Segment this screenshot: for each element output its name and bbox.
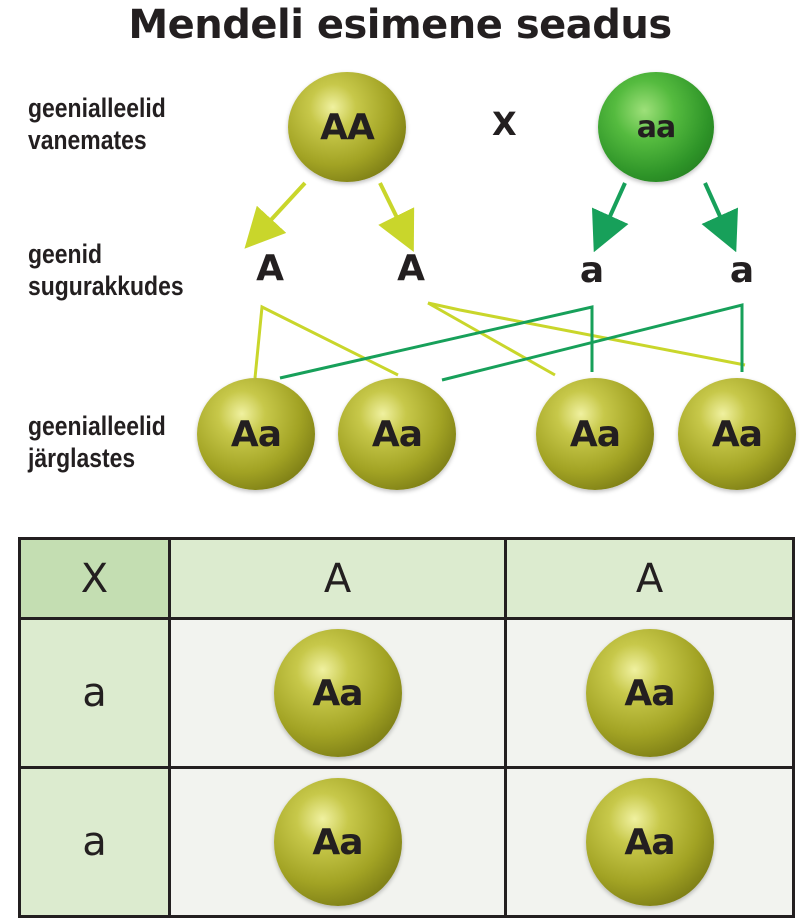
label-parents: geenialleelid vanemates xyxy=(28,92,166,156)
punnett-row-1: a Aa Aa xyxy=(18,617,795,769)
offspring-genotype-4: Aa xyxy=(711,413,763,455)
offspring-pea-2: Aa xyxy=(338,378,456,490)
arrow-AA-to-A2 xyxy=(378,182,415,252)
parent-genotype-right: aa xyxy=(636,109,676,145)
label-gametes-line1: geenid xyxy=(28,239,102,269)
line-A2 xyxy=(427,301,556,377)
arrow-aa-to-a2 xyxy=(701,182,739,253)
punnett-genotype-2-2: Aa xyxy=(624,821,675,863)
cross-symbol: X xyxy=(492,105,517,143)
punnett-cell-2-1: Aa xyxy=(168,766,507,918)
punnett-row-header-2: a xyxy=(18,766,171,918)
punnett-genotype-1-1: Aa xyxy=(312,672,363,714)
offspring-genotype-3: Aa xyxy=(569,413,621,455)
punnett-pea-2-1: Aa xyxy=(273,778,402,906)
offspring-pea-4: Aa xyxy=(678,378,796,490)
parent-genotype-left: AA xyxy=(320,106,375,148)
offspring-pea-3: Aa xyxy=(536,378,654,490)
line-A1 xyxy=(253,304,399,379)
arrow-AA-to-A1 xyxy=(244,181,307,249)
parent-pea-recessive: aa xyxy=(598,72,714,182)
punnett-pea-2-2: Aa xyxy=(585,778,714,906)
gamete-a-1: a xyxy=(579,250,605,291)
label-offspring: geenialleelid järglastes xyxy=(28,410,166,474)
label-offspring-line1: geenialleelid xyxy=(28,411,166,441)
label-parents-line2: vanemates xyxy=(28,125,147,155)
line-a2 xyxy=(441,303,744,382)
punnett-header-row: X A A xyxy=(18,537,795,620)
line-A2b xyxy=(427,301,746,367)
punnett-row-2: a Aa Aa xyxy=(18,766,795,918)
punnett-genotype-2-1: Aa xyxy=(312,821,363,863)
label-gametes: geenid sugurakkudes xyxy=(28,238,184,302)
offspring-pea-1: Aa xyxy=(197,378,315,490)
punnett-pea-1-2: Aa xyxy=(585,629,714,757)
punnett-pea-1-1: Aa xyxy=(273,629,402,757)
offspring-genotype-1: Aa xyxy=(230,413,282,455)
gamete-a-2: a xyxy=(729,250,755,291)
label-parents-line1: geenialleelid xyxy=(28,93,166,123)
punnett-col-header-1: A xyxy=(168,537,507,620)
punnett-square: X A A a Aa Aa a Aa Aa xyxy=(18,537,795,918)
parent-pea-dominant: AA xyxy=(288,72,406,182)
punnett-cell-1-1: Aa xyxy=(168,617,507,769)
punnett-col-header-2: A xyxy=(504,537,795,620)
punnett-row-header-1: a xyxy=(18,617,171,769)
inheritance-lines xyxy=(244,181,746,382)
label-offspring-line2: järglastes xyxy=(28,443,136,473)
arrow-aa-to-a1 xyxy=(591,182,629,253)
offspring-genotype-2: Aa xyxy=(371,413,423,455)
punnett-corner: X xyxy=(18,537,171,620)
punnett-cell-2-2: Aa xyxy=(504,766,795,918)
line-a1 xyxy=(279,305,594,380)
diagram-title: Mendeli esimene seadus xyxy=(128,2,672,48)
label-gametes-line2: sugurakkudes xyxy=(28,271,184,301)
punnett-genotype-1-2: Aa xyxy=(624,672,675,714)
gamete-A-1: A xyxy=(256,248,284,289)
punnett-cell-1-2: Aa xyxy=(504,617,795,769)
gamete-A-2: A xyxy=(397,248,425,289)
